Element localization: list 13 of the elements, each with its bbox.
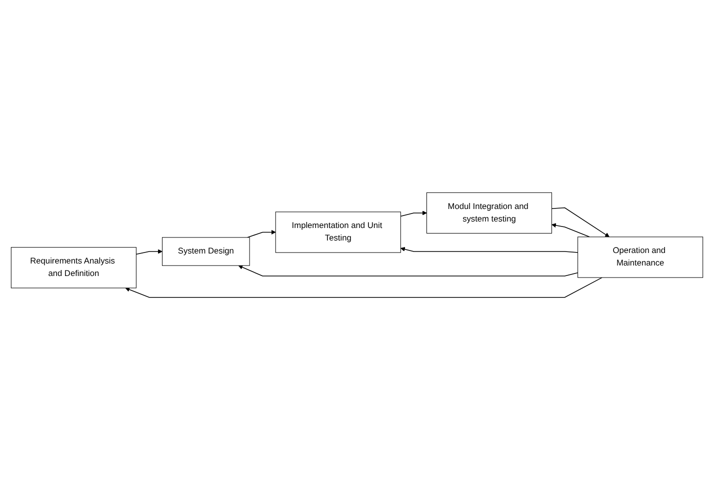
arrow (400, 210, 427, 216)
node-box: Modul Integration and system testing (426, 192, 552, 234)
node-box: Requirements Analysis and Definition (10, 246, 136, 288)
arrow (246, 229, 276, 238)
node-box: System Design (162, 236, 250, 266)
node-box: Operation and Maintenance (578, 236, 704, 278)
arrow (400, 246, 578, 252)
arrow (136, 248, 162, 254)
arrow (552, 222, 590, 237)
arrow (238, 264, 578, 276)
arrow (125, 276, 602, 298)
node-box: Implementation and Unit Testing (275, 211, 401, 252)
arrow (551, 206, 610, 237)
